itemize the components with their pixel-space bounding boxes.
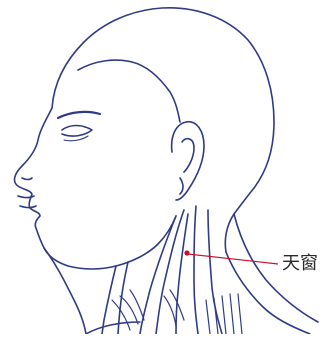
acupoint-leader-line [188,254,278,264]
clavicle [86,322,140,334]
eyebrow [58,112,100,118]
acupoint-marker [184,250,189,255]
neck-front [44,248,86,334]
eye [62,126,92,137]
head-outline [52,8,274,252]
face-profile [15,108,116,269]
mouth [18,196,34,198]
acupoint-label: 天窗 [282,254,318,274]
ear [172,122,204,200]
nose-detail [22,178,32,180]
